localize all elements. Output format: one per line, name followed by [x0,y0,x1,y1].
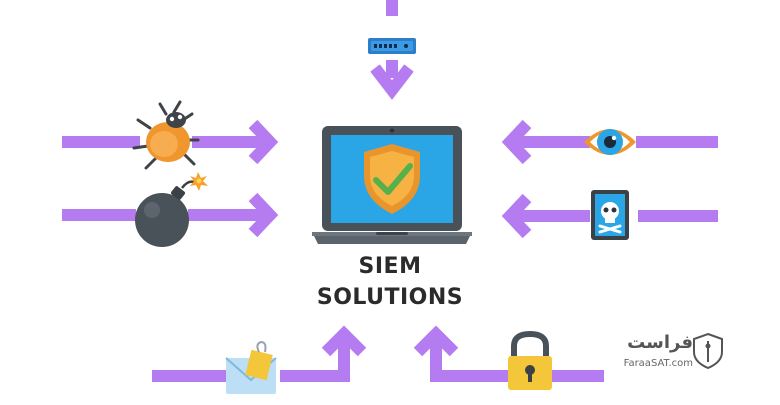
title-line-1: SIEM [358,254,422,279]
bug-icon [132,100,200,170]
left-arrow-bottom [62,192,279,238]
left-arrow-top [62,119,279,165]
title-line-2: SOLUTIONS [316,285,464,310]
envelope-icon [225,340,277,394]
eye-icon [584,129,636,155]
right-arrow-bottom [501,193,718,239]
router-icon [368,38,416,54]
arrows [62,0,718,382]
skull-tablet-icon [591,190,629,240]
padlock-icon [508,330,552,390]
top-arrow [370,0,414,100]
bottom-right-arrow [413,325,604,382]
brand-site: FaraaSAT.com [623,358,693,369]
brand-shield-icon [693,332,723,370]
brand-name: فراست [627,332,693,353]
bomb-icon [135,172,208,247]
shield-check-icon [364,144,420,214]
bottom-left-arrow [152,325,367,382]
right-arrow-top [501,119,718,165]
